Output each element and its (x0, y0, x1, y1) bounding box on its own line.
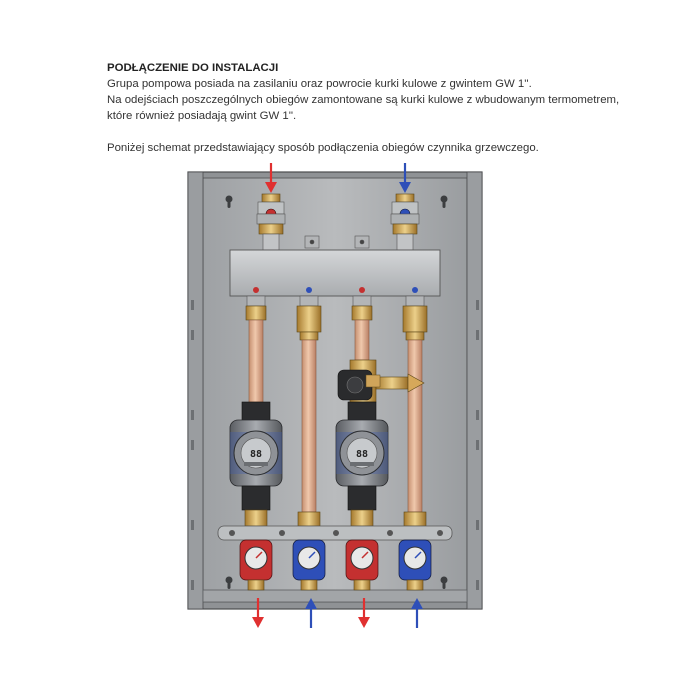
bottom-mounting-rail (217, 525, 453, 541)
cabinet (187, 171, 483, 610)
mounting-bracket (304, 235, 370, 249)
pump-2-display: 88 (356, 449, 368, 460)
supply-ball-valve (256, 193, 286, 251)
mixing-valve (337, 359, 425, 403)
paragraph-line-2: Na odejściach poszczególnych obiegów zam… (107, 94, 620, 106)
circulation-pump-2: 88 (335, 419, 389, 487)
paragraph-line-3: które również posiadają gwint GW 1''. (107, 110, 297, 122)
circuit-1-supply-arrow (252, 598, 264, 628)
return-outlet-arrow (399, 163, 411, 193)
circuit-2-return-arrow (411, 598, 423, 628)
circuit-1-return-arrow (305, 598, 317, 628)
paragraph-line-1: Grupa pompowa posiada na zasilaniu oraz … (107, 78, 532, 90)
supply-inlet-arrow (265, 163, 277, 193)
thermometer-valve-return-1 (292, 539, 326, 591)
brass-fittings-top (245, 305, 428, 341)
return-ball-valve (390, 193, 420, 251)
pump-union-nuts-top (241, 401, 377, 421)
diagram-note: Poniżej schemat przedstawiający sposób p… (107, 142, 539, 154)
distribution-manifold (229, 249, 441, 307)
pump-union-nuts-bottom (241, 485, 377, 511)
thermometer-valve-return-2 (398, 539, 432, 591)
text-block: PODŁĄCZENIE DO INSTALACJI Grupa pompowa … (107, 60, 667, 156)
section-heading: PODŁĄCZENIE DO INSTALACJI (107, 62, 279, 74)
pump-1-display: 88 (250, 449, 262, 460)
keyhole-slot-icon (225, 195, 448, 589)
thermometer-valve-supply-2 (345, 539, 379, 591)
circuit-2-supply-arrow (358, 598, 370, 628)
brass-fittings-bottom (244, 509, 427, 527)
thermometer-valve-supply-1 (239, 539, 273, 591)
circulation-pump-1: 88 (229, 419, 283, 487)
